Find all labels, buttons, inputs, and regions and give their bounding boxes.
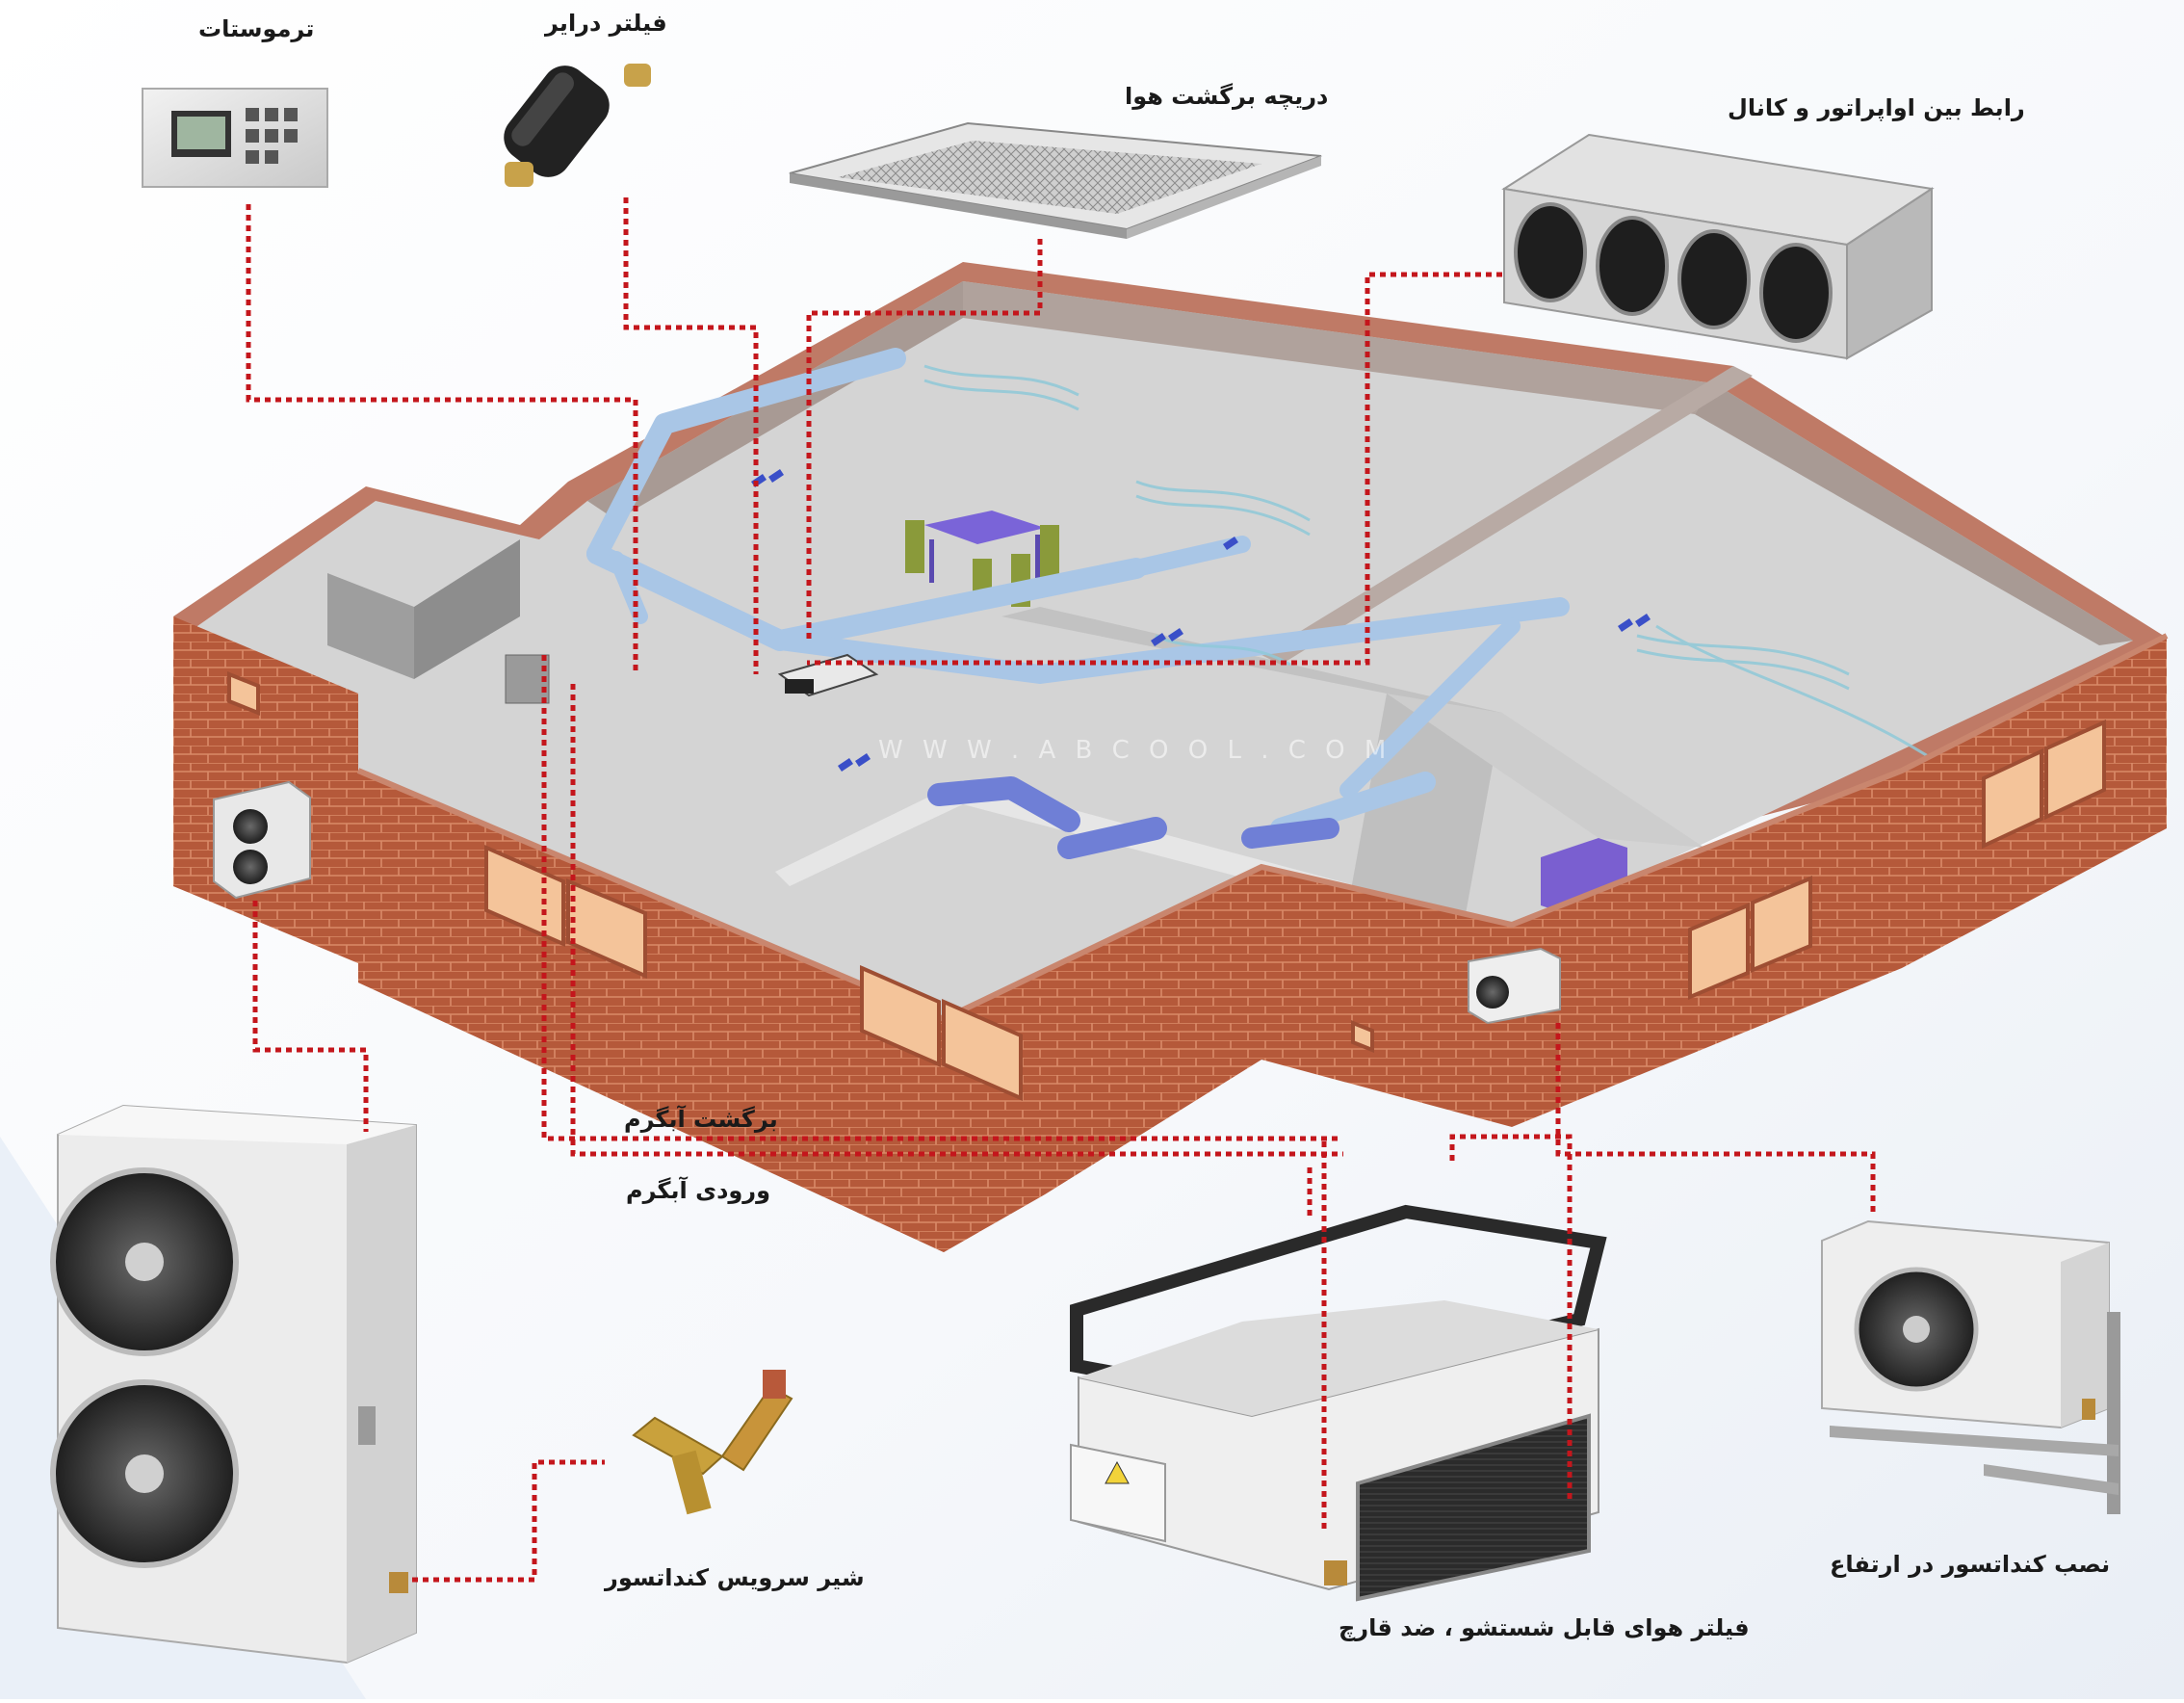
partition-wall [775, 780, 1358, 905]
dining-set [905, 511, 1059, 607]
ducted-unit-icon [1070, 1204, 1607, 1602]
service-valve-icon [632, 1370, 793, 1515]
leader-elevated-condenser [1555, 1023, 1876, 1216]
wall-cap [356, 633, 2169, 1023]
leader-outdoor-condenser [252, 901, 369, 1132]
leader-drier-filter [623, 197, 759, 674]
drier-filter-icon [504, 64, 651, 187]
wall-condenser-left [213, 780, 311, 900]
label-drier-filter: فیلتر درایر [545, 10, 667, 37]
leader-thermostat [246, 204, 638, 674]
return-air-grille-icon [789, 121, 1322, 239]
windows [227, 671, 2106, 1102]
leader-plenum-connector [807, 272, 1502, 666]
label-condenser-service-valve: شیر سرویس کنداتسور [605, 1564, 865, 1591]
label-elevated-condenser-install: نصب کنداتسور در ارتفاع [1830, 1551, 2111, 1578]
brick-wall-front-right [944, 867, 1261, 1252]
label-hot-water-inlet: ورودی آبگرم [626, 1177, 771, 1204]
leader-return-air-grille [806, 239, 1043, 643]
leader-service-valve [412, 1459, 605, 1583]
brick-wall-bay [1261, 867, 1512, 1127]
airflow-waves [923, 364, 1937, 763]
leader-hot-water-inlet [570, 684, 1343, 1157]
leader-hot-water-return [541, 655, 1339, 1141]
label-washable-air-filter: فیلتر هوای قابل شستشو ، ضد قارچ [1339, 1614, 1750, 1641]
partition-wall [327, 573, 414, 679]
label-thermostat: ترموستات [198, 15, 315, 42]
partition-wall [1387, 694, 1704, 848]
partition-wall [1001, 607, 1502, 713]
indoor-unit-grille [785, 679, 814, 694]
duct-diffusers [751, 469, 1651, 772]
inner-wall-face [1695, 383, 2133, 645]
thermostat-icon [142, 88, 328, 188]
inner-wall-face [963, 281, 1714, 414]
leader-filter [1307, 1141, 1327, 1532]
elevated-condenser-icon [1821, 1219, 2120, 1514]
plenum-connector-icon [1501, 133, 1935, 360]
label-evaporator-duct-connector: رابط بین اواپراتور و کانال [1728, 94, 2025, 121]
leader-ducted-unit [1449, 1134, 1573, 1503]
partition-wall [414, 539, 520, 679]
duct-network [586, 348, 1570, 859]
wall-condenser-right [1468, 947, 1561, 1025]
leader-lines [246, 197, 1876, 1583]
watermark: W W W . A B C O O L . C O M [878, 736, 1392, 765]
label-hot-water-return: برگشت آبگرم [624, 1106, 778, 1133]
house-model [173, 262, 2169, 1252]
outdoor-condenser-icon [50, 1104, 417, 1664]
label-return-air-grille: دریچه برگشت هوا [1125, 83, 1329, 110]
partition-wall [1261, 366, 1753, 665]
